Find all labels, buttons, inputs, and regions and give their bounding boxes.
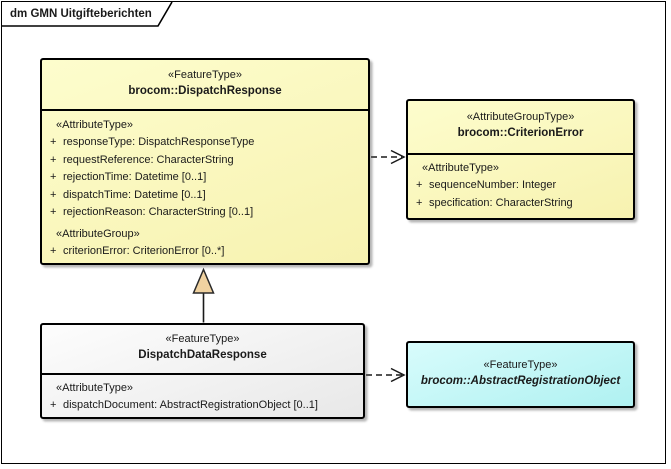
compartment-divider bbox=[42, 373, 363, 375]
class-stereotype: «FeatureType» bbox=[483, 359, 558, 371]
class-abstract-registration-object[interactable]: «FeatureType» brocom::AbstractRegistrati… bbox=[406, 341, 635, 408]
diagram-frame bbox=[1, 1, 666, 464]
section-stereotype: «AttributeType» bbox=[56, 382, 134, 394]
attribute-text: specification: CharacterString bbox=[429, 196, 573, 209]
class-dispatch-data-response[interactable]: «FeatureType» DispatchDataResponse «Attr… bbox=[40, 323, 365, 419]
visibility-plus: + bbox=[50, 136, 57, 148]
attribute-row: + rejectionReason: CharacterString [0..1… bbox=[50, 204, 364, 222]
class-name: brocom::DispatchResponse bbox=[128, 85, 282, 97]
frame-tab-outline bbox=[2, 1, 173, 27]
visibility-plus: + bbox=[50, 188, 57, 201]
visibility-plus: + bbox=[50, 171, 57, 183]
attribute-text: criterionError: CriterionError [0..*] bbox=[63, 244, 225, 257]
attribute-row: + sequenceNumber: Integer bbox=[416, 177, 629, 195]
class-header: «AttributeGroupType» brocom::CriterionEr… bbox=[408, 101, 633, 153]
generalization-arrow[interactable] bbox=[192, 267, 215, 323]
visibility-plus: + bbox=[50, 399, 57, 411]
class-name: DispatchDataResponse bbox=[138, 349, 267, 361]
class-header: «FeatureType» DispatchDataResponse bbox=[42, 325, 363, 373]
attribute-row: + specification: CharacterString bbox=[416, 195, 629, 213]
class-header: «FeatureType» brocom::DispatchResponse bbox=[42, 60, 368, 109]
visibility-plus: + bbox=[50, 206, 57, 218]
attribute-text: requestReference: CharacterString bbox=[63, 153, 234, 166]
dependency-arrow-criterion-error[interactable] bbox=[371, 149, 406, 165]
attribute-row: + dispatchDocument: AbstractRegistration… bbox=[50, 397, 359, 415]
section-stereotype: «AttributeType» bbox=[422, 162, 500, 174]
visibility-plus: + bbox=[50, 244, 57, 257]
attribute-text: responseType: DispatchResponseType bbox=[63, 136, 255, 148]
compartment-divider bbox=[408, 153, 633, 155]
attribute-text: dispatchTime: Datetime [0..1] bbox=[63, 188, 206, 201]
class-name: brocom::CriterionError bbox=[457, 127, 584, 139]
class-criterion-error[interactable]: «AttributeGroupType» brocom::CriterionEr… bbox=[406, 99, 635, 220]
open-arrowhead bbox=[390, 149, 406, 165]
visibility-plus: + bbox=[50, 153, 57, 166]
visibility-plus: + bbox=[416, 179, 423, 191]
attribute-text: rejectionTime: Datetime [0..1] bbox=[63, 171, 207, 183]
attribute-text: sequenceNumber: Integer bbox=[429, 179, 557, 191]
class-header: «FeatureType» brocom::AbstractRegistrati… bbox=[408, 343, 633, 410]
attribute-compartment: «AttributeType» + responseType: Dispatch… bbox=[42, 111, 368, 262]
class-stereotype: «AttributeGroupType» bbox=[466, 111, 575, 123]
generalization-triangle bbox=[192, 267, 215, 294]
attribute-row: + responseType: DispatchResponseType bbox=[50, 134, 364, 152]
class-stereotype: «FeatureType» bbox=[168, 69, 242, 81]
dependency-arrow-abstract-registration-object[interactable] bbox=[366, 367, 406, 383]
attribute-row: + requestReference: CharacterString bbox=[50, 152, 364, 170]
section-stereotype: «AttributeGroup» bbox=[56, 227, 140, 240]
diagram-title: dm GMN Uitgifteberichten bbox=[10, 8, 152, 20]
attribute-row: + criterionError: CriterionError [0..*] bbox=[50, 243, 364, 261]
attribute-row: + dispatchTime: Datetime [0..1] bbox=[50, 187, 364, 205]
class-stereotype: «FeatureType» bbox=[165, 333, 240, 345]
class-dispatch-response[interactable]: «FeatureType» brocom::DispatchResponse «… bbox=[40, 58, 370, 265]
class-name: brocom::AbstractRegistrationObject bbox=[420, 375, 621, 387]
compartment-divider bbox=[42, 109, 368, 111]
attribute-text: dispatchDocument: AbstractRegistrationOb… bbox=[63, 399, 318, 411]
attribute-row: + rejectionTime: Datetime [0..1] bbox=[50, 169, 364, 187]
attribute-text: rejectionReason: CharacterString [0..1] bbox=[63, 206, 254, 218]
section-stereotype: «AttributeType» bbox=[56, 119, 134, 131]
attribute-compartment: «AttributeType» + sequenceNumber: Intege… bbox=[408, 155, 633, 214]
visibility-plus: + bbox=[416, 196, 423, 209]
attribute-compartment: «AttributeType» + dispatchDocument: Abst… bbox=[42, 375, 363, 417]
open-arrowhead bbox=[390, 367, 406, 383]
